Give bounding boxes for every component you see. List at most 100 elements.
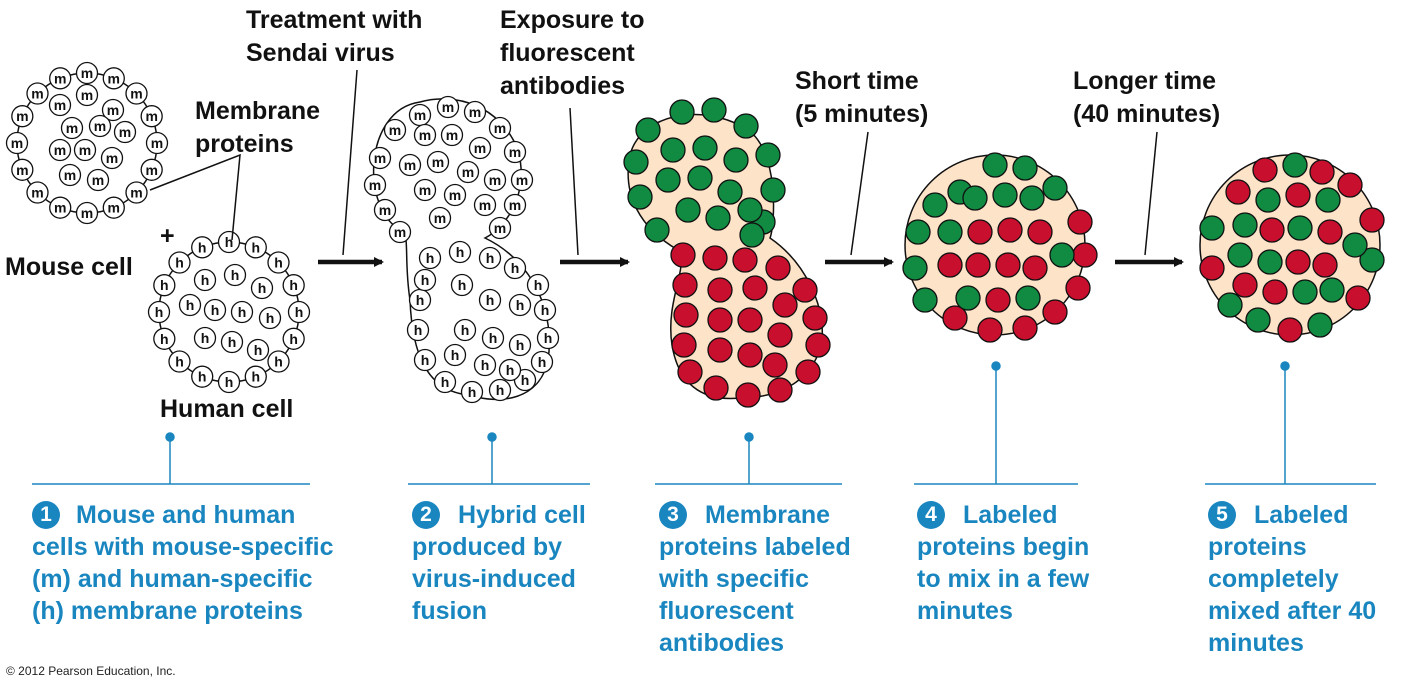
treatment-label-line1: Treatment with xyxy=(246,6,422,34)
hybrid-mouse-protein-letter: m xyxy=(469,104,481,120)
hybrid-mouse-protein-letter: m xyxy=(389,122,401,138)
membrane-proteins-label-line2: proteins xyxy=(195,130,294,158)
red-mixing-protein xyxy=(965,252,991,278)
plus-sign: + xyxy=(160,222,175,250)
hybrid-mouse-protein-letter: m xyxy=(509,144,521,160)
hybrid-human-protein-letter: h xyxy=(489,330,498,346)
red-fluorescent-protein xyxy=(792,277,818,303)
mouse-protein xyxy=(140,158,163,181)
hybrid-human-protein xyxy=(413,268,437,292)
mouse-protein xyxy=(48,138,72,162)
human-protein xyxy=(178,293,202,317)
hybrid-human-protein xyxy=(460,380,484,404)
mouse-protein-letter: m xyxy=(145,108,157,124)
human-protein-letter: h xyxy=(198,239,207,255)
hybrid-human-protein-letter: h xyxy=(521,372,530,388)
red-mixing-protein xyxy=(997,217,1023,243)
hybrid-mouse-protein-letter: m xyxy=(369,177,381,193)
mouse-protein-letter: m xyxy=(11,135,23,151)
human-cell-label: Human cell xyxy=(160,395,293,423)
mouse-protein-letter: m xyxy=(151,135,163,151)
human-protein-letter: h xyxy=(266,310,275,326)
step-2-line-2: produced by xyxy=(412,533,563,561)
hybrid-human-protein-letter: h xyxy=(451,347,460,363)
hybrid-human-protein-letter: h xyxy=(544,330,553,346)
mouse-protein-letter: m xyxy=(54,200,66,216)
human-protein-letter: h xyxy=(175,353,184,369)
green-mixed-protein xyxy=(1307,312,1333,338)
red-fluorescent-protein xyxy=(795,359,821,385)
human-protein-letter: h xyxy=(198,369,207,385)
mouse-protein xyxy=(5,131,29,155)
red-mixed-protein xyxy=(1285,249,1311,275)
green-fluorescent-protein xyxy=(644,217,670,243)
red-mixed-protein xyxy=(1309,159,1335,185)
human-protein-letter: h xyxy=(175,255,184,271)
hybrid-human-protein-letter: h xyxy=(538,354,547,370)
annotation-leaders xyxy=(342,69,1158,256)
hybrid-mouse-protein xyxy=(426,150,450,174)
mouse-protein xyxy=(86,168,110,192)
green-mixing-protein xyxy=(955,285,981,311)
red-fluorescent-protein xyxy=(737,307,763,333)
step-4-line-1: Labeled xyxy=(963,501,1058,529)
human-protein-letter: h xyxy=(231,267,240,283)
hybrid-human-protein xyxy=(498,358,522,382)
hybrid-human-protein xyxy=(443,343,467,367)
mouse-protein xyxy=(75,83,99,107)
red-mixing-protein xyxy=(985,287,1011,313)
human-protein xyxy=(191,365,214,388)
human-protein xyxy=(147,300,171,324)
step-3-line-5: antibodies xyxy=(659,629,785,657)
mouse-protein xyxy=(11,158,34,181)
hybrid-human-protein xyxy=(406,318,430,342)
hybrid-human-protein-letter: h xyxy=(516,297,525,313)
longer-time-label-line2: (40 minutes) xyxy=(1073,100,1220,128)
human-protein xyxy=(203,298,227,322)
green-mixed-protein xyxy=(1245,307,1271,333)
mouse-protein xyxy=(145,131,169,155)
mouse-protein-letter: m xyxy=(54,142,66,158)
green-fluorescent-protein xyxy=(701,97,727,123)
hybrid-mouse-protein-letter: m xyxy=(419,127,431,143)
step-4-line-4: minutes xyxy=(917,597,1013,625)
mouse-protein-letter: m xyxy=(81,87,93,103)
longer-time-label-line1: Longer time xyxy=(1073,67,1216,95)
mouse-protein xyxy=(58,163,82,187)
hybrid-mouse-protein xyxy=(398,153,422,177)
green-mixed-protein xyxy=(1319,277,1345,303)
hybrid-human-protein-letter: h xyxy=(441,374,450,390)
human-protein-letter: h xyxy=(252,239,261,255)
human-protein-letter: h xyxy=(274,255,283,271)
hybrid-mouse-protein xyxy=(440,123,464,147)
exposure-label-line1: Exposure to xyxy=(500,6,644,34)
exposure-label-line3: antibodies xyxy=(500,72,625,100)
red-fluorescent-protein xyxy=(671,332,697,358)
mouse-protein xyxy=(75,61,99,85)
red-fluorescent-protein xyxy=(703,375,729,401)
green-fluorescent-protein xyxy=(627,184,653,210)
membrane-proteins-leaders xyxy=(149,153,241,241)
hybrid-mouse-protein xyxy=(373,198,397,222)
green-fluorescent-protein xyxy=(733,113,759,139)
mouse-protein-letter: m xyxy=(119,124,131,140)
hybrid-mouse-protein xyxy=(473,193,497,217)
hybrid-human-protein xyxy=(433,370,457,394)
hybrid-human-protein-letter: h xyxy=(421,272,430,288)
human-protein xyxy=(153,274,176,297)
hybrid-human-protein xyxy=(508,293,532,317)
green-mixed-protein xyxy=(1315,187,1341,213)
red-mixed-protein xyxy=(1199,255,1225,281)
mouse-protein-letter: m xyxy=(106,150,118,166)
hybrid-mouse-protein xyxy=(413,123,437,147)
green-fluorescent-protein xyxy=(760,177,786,203)
mouse-protein-letter: m xyxy=(108,70,120,86)
human-protein-letter: h xyxy=(252,369,261,385)
treatment-label-line2: Sendai virus xyxy=(246,39,395,67)
hybrid-mouse-protein-letter: m xyxy=(432,154,444,170)
hybrid-mouse-protein xyxy=(503,193,527,217)
hybrid-human-protein-letter: h xyxy=(468,384,477,400)
